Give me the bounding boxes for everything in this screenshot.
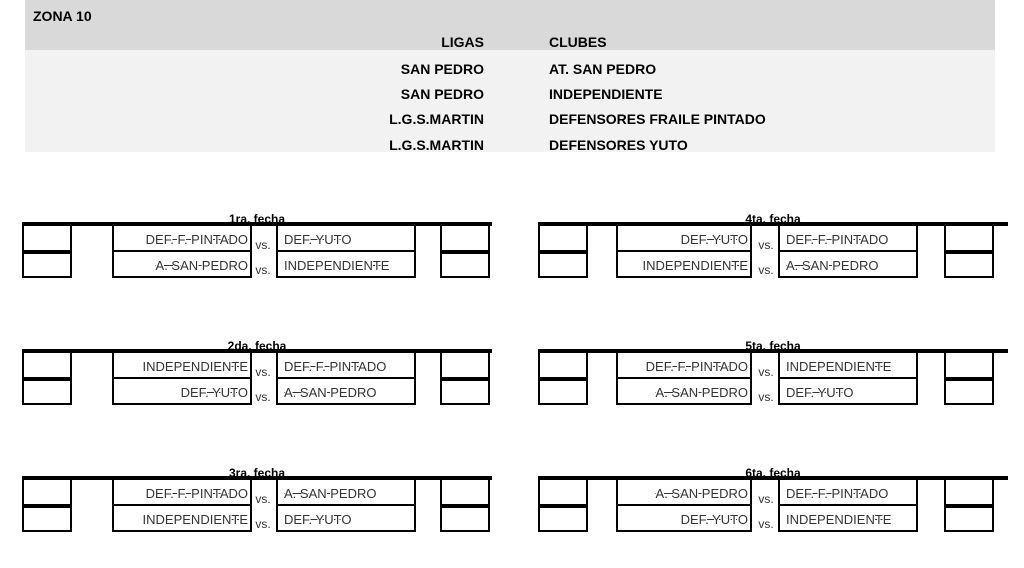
score-box <box>944 252 994 278</box>
ligas-column-header: LIGAS <box>441 34 484 50</box>
home-team: DEF. YUTO <box>112 377 252 405</box>
team-liga: SAN PEDRO <box>400 61 484 77</box>
fixture-title: 3ra. fecha <box>228 466 286 478</box>
team-club: AT. SAN PEDRO <box>549 61 657 77</box>
fixture-1ra-fecha: 1ra. fecha DEF. F. PINTADO A. SAN PEDRO … <box>22 212 492 282</box>
vs-label: vs. <box>758 365 774 379</box>
home-team: INDEPENDIENTE <box>112 504 252 532</box>
fixture-title: 5ta. fecha <box>745 339 801 351</box>
score-box <box>22 506 72 532</box>
away-team: DEF. YUTO <box>276 504 416 532</box>
away-team: A. SAN PEDRO <box>276 480 416 506</box>
fixture-4ta-fecha: 4ta. fecha DEF. YUTO INDEPENDIENTE vs. v… <box>538 212 1008 282</box>
score-box <box>944 226 994 252</box>
fixture-title: 6ta. fecha <box>745 466 801 478</box>
zone-title: ZONA 10 <box>33 8 92 24</box>
fixture-5ta-fecha: 5ta. fecha DEF. F. PINTADO A. SAN PEDRO … <box>538 339 1008 409</box>
vs-label: vs. <box>255 517 271 531</box>
score-box <box>440 226 490 252</box>
score-box <box>944 480 994 506</box>
score-box <box>22 353 72 379</box>
fixture-top-rule <box>538 476 1008 480</box>
team-liga: L.G.S.MARTIN <box>389 137 484 153</box>
fixture-top-rule <box>538 222 1008 226</box>
away-team: DEF. F. PINTADO <box>778 480 918 506</box>
vs-label: vs. <box>255 492 271 506</box>
score-box <box>22 252 72 278</box>
vs-label: vs. <box>255 238 271 252</box>
away-team: DEF. YUTO <box>276 226 416 252</box>
score-box <box>440 506 490 532</box>
score-box <box>538 506 588 532</box>
home-team: DEF. YUTO <box>616 226 752 252</box>
away-team: DEF. YUTO <box>778 377 918 405</box>
clubes-column-header: CLUBES <box>549 34 607 50</box>
fixture-top-rule <box>22 222 492 226</box>
away-team: A. SAN PEDRO <box>778 250 918 278</box>
home-team: A. SAN PEDRO <box>616 480 752 506</box>
home-team: INDEPENDIENTE <box>616 250 752 278</box>
away-team: DEF. F. PINTADO <box>778 226 918 252</box>
fixture-title: 2da. fecha <box>227 339 287 351</box>
score-box <box>538 480 588 506</box>
team-row: SAN PEDRO AT. SAN PEDRO <box>0 61 1024 86</box>
away-team: A. SAN PEDRO <box>276 377 416 405</box>
team-club: DEFENSORES YUTO <box>549 137 688 153</box>
score-box <box>440 252 490 278</box>
score-box <box>538 226 588 252</box>
fixture-title: 1ra. fecha <box>228 212 286 224</box>
score-box <box>944 379 994 405</box>
away-team: INDEPENDIENTE <box>778 504 918 532</box>
away-team: INDEPENDIENTE <box>276 250 416 278</box>
score-box <box>944 506 994 532</box>
team-liga: SAN PEDRO <box>400 86 484 102</box>
vs-label: vs. <box>255 390 271 404</box>
away-team: DEF. F. PINTADO <box>276 353 416 379</box>
fixture-top-rule <box>22 476 492 480</box>
fixture-2da-fecha: 2da. fecha INDEPENDIENTE DEF. YUTO vs. v… <box>22 339 492 409</box>
vs-label: vs. <box>255 263 271 277</box>
score-box <box>22 379 72 405</box>
team-club: DEFENSORES FRAILE PINTADO <box>549 111 766 127</box>
zone-header-band <box>25 0 995 50</box>
team-row: L.G.S.MARTIN DEFENSORES FRAILE PINTADO <box>0 111 1024 136</box>
vs-label: vs. <box>255 365 271 379</box>
home-team: DEF. YUTO <box>616 504 752 532</box>
vs-label: vs. <box>758 390 774 404</box>
score-box <box>440 480 490 506</box>
score-box <box>538 353 588 379</box>
home-team: DEF. F. PINTADO <box>112 480 252 506</box>
score-box <box>440 379 490 405</box>
away-team: INDEPENDIENTE <box>778 353 918 379</box>
score-box <box>944 353 994 379</box>
fixture-6ta-fecha: 6ta. fecha A. SAN PEDRO DEF. YUTO vs. vs… <box>538 466 1008 536</box>
home-team: A. SAN PEDRO <box>616 377 752 405</box>
fixture-3ra-fecha: 3ra. fecha DEF. F. PINTADO INDEPENDIENTE… <box>22 466 492 536</box>
fixture-top-rule <box>22 349 492 353</box>
home-team: INDEPENDIENTE <box>112 353 252 379</box>
vs-label: vs. <box>758 517 774 531</box>
vs-label: vs. <box>758 492 774 506</box>
vs-label: vs. <box>758 238 774 252</box>
score-box <box>538 252 588 278</box>
fixture-top-rule <box>538 349 1008 353</box>
team-list-band <box>25 50 995 152</box>
home-team: DEF. F. PINTADO <box>616 353 752 379</box>
home-team: DEF. F. PINTADO <box>112 226 252 252</box>
team-liga: L.G.S.MARTIN <box>389 111 484 127</box>
score-box <box>22 480 72 506</box>
home-team: A. SAN PEDRO <box>112 250 252 278</box>
score-box <box>440 353 490 379</box>
team-row: L.G.S.MARTIN DEFENSORES YUTO <box>0 137 1024 162</box>
score-box <box>22 226 72 252</box>
fixture-title: 4ta. fecha <box>745 212 801 224</box>
score-box <box>538 379 588 405</box>
vs-label: vs. <box>758 263 774 277</box>
team-club: INDEPENDIENTE <box>549 86 663 102</box>
team-row: SAN PEDRO INDEPENDIENTE <box>0 86 1024 111</box>
